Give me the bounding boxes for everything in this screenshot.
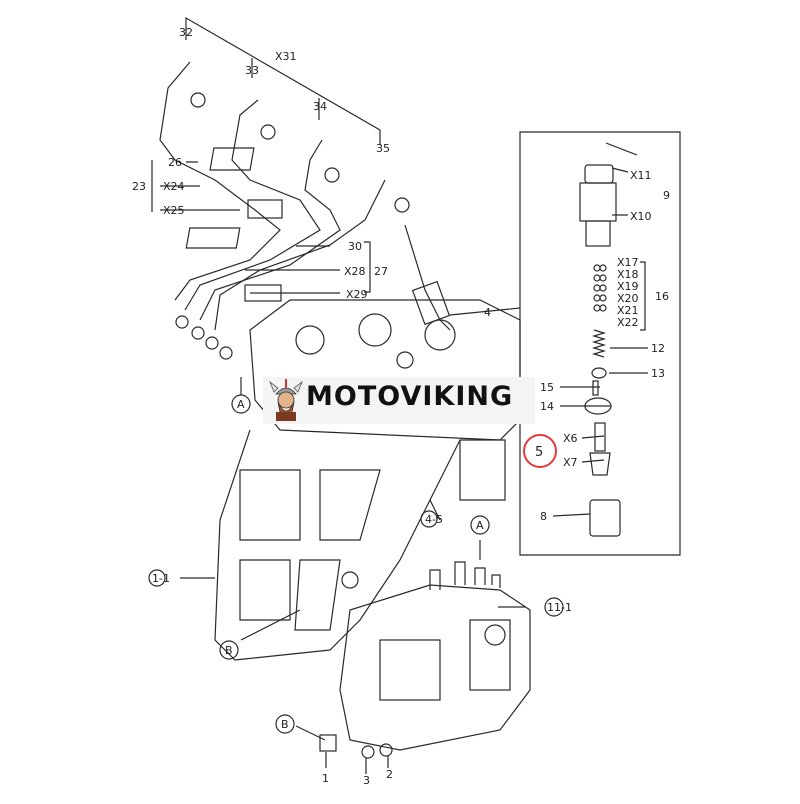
callout-27: 27 [374,265,388,278]
fuel-pipe-35 [214,179,386,331]
nozzle-holder [579,182,617,222]
clamp-upper [209,147,255,171]
ref-marker-a-lower [470,515,490,535]
ref-marker-a-upper [231,394,251,414]
callout-30: 30 [348,240,362,253]
callout-1: 1 [322,772,329,785]
engine-block [214,429,461,661]
retaining-nut [589,499,621,537]
callout-4: 4 [484,306,491,319]
callout-x11: X11 [630,169,652,182]
spring [591,329,607,358]
callout-34: 34 [313,100,327,113]
callout-23: 23 [132,180,146,193]
callout-5: 5 [535,445,543,460]
callout-x19: X19 [617,280,639,293]
clamp-mid [185,227,241,249]
callout-x31: X31 [275,50,297,63]
fuel-pipe-34 [199,139,341,321]
callout-2: 2 [386,768,393,781]
callout-14: 14 [540,400,554,413]
clamp-x25 [247,199,283,219]
callout-x6: X6 [563,432,578,445]
callout-x22: X22 [617,316,639,329]
callout-x21: X21 [617,304,639,317]
ref-label-a-lower: A [476,519,484,532]
ref-label-a-upper: A [237,398,245,411]
highlight-circle [523,434,557,468]
callout-8: 8 [540,510,547,523]
callout-15: 15 [540,381,554,394]
callout-13: 13 [651,367,665,380]
ref-marker-b-left [219,640,239,660]
injection-pump [339,584,531,751]
brand-logo-banner [263,377,535,424]
callout-x7: X7 [563,456,578,469]
callout-12: 12 [651,342,665,355]
callout-3: 3 [363,774,370,787]
callout-x25: X25 [163,204,185,217]
callout-x18: X18 [617,268,639,281]
viking-mascot-icon [269,379,303,421]
callout-x10: X10 [630,210,652,223]
callout-1-1: 1-1 [152,572,170,585]
callout-9: 9 [663,189,670,202]
ref-label-b-lower: B [281,718,289,731]
callout-32: 32 [179,26,193,39]
callout-26: 26 [168,156,182,169]
callout-x17: X17 [617,256,639,269]
ref-marker-b-lower [275,714,295,734]
callout-x20: X20 [617,292,639,305]
fuel-pipe-33 [184,99,321,311]
callout-35: 35 [376,142,390,155]
fuel-pipe-32 [159,61,281,301]
callout-x28: X28 [344,265,366,278]
callout-x24: X24 [163,180,185,193]
callout-x29: X29 [346,288,368,301]
x31-bracket [185,16,381,145]
callout-16: 16 [655,290,669,303]
callout-4-5: 4-5 [425,513,443,526]
callout-11-1: 11-1 [547,601,572,614]
ref-label-b-left: B [225,644,233,657]
brand-name: MOTOVIKING [306,381,514,412]
callout-33: 33 [245,64,259,77]
